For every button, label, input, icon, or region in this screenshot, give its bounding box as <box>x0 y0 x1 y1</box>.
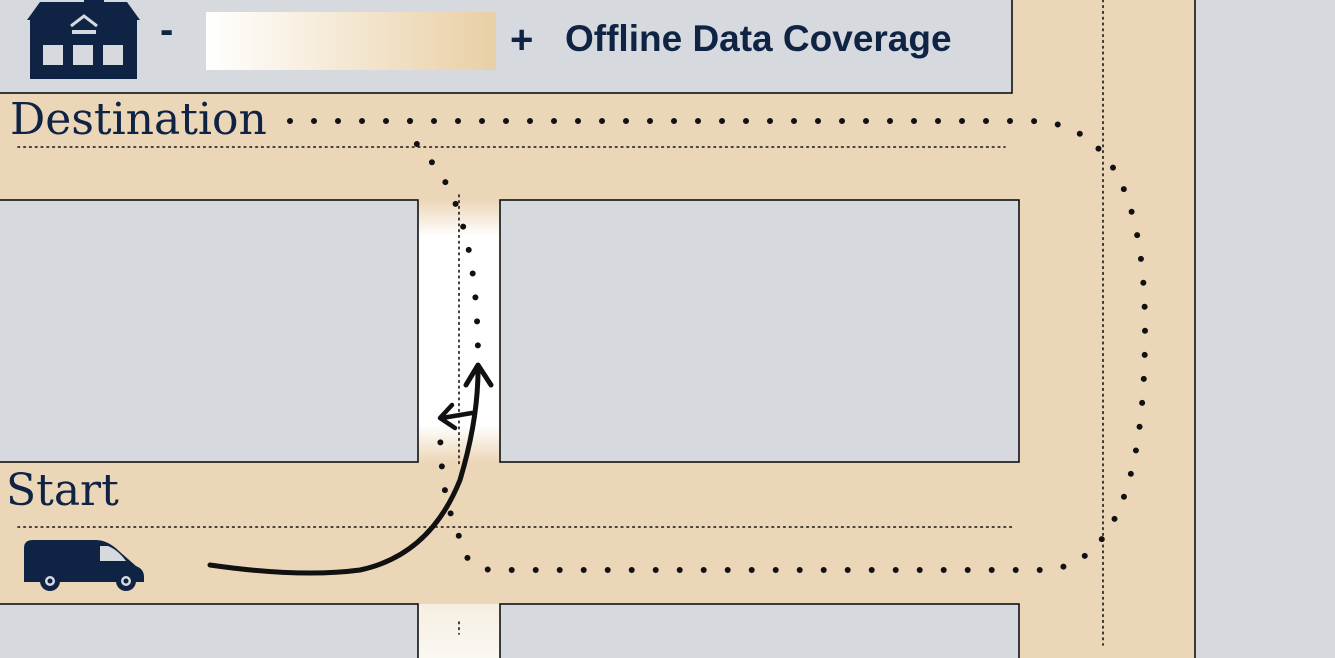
bottom-road <box>0 462 1195 604</box>
legend-block <box>0 0 1013 94</box>
city-block <box>499 199 1020 463</box>
turn-left-arrow <box>437 402 475 431</box>
city-block <box>0 603 419 658</box>
city-block <box>499 603 1020 658</box>
coverage-gradient-bar <box>206 12 496 70</box>
start-label: Start <box>6 465 119 516</box>
straight-arrow <box>463 362 494 388</box>
right-block <box>1194 0 1335 658</box>
house-icon <box>27 0 140 79</box>
van-icon <box>24 540 144 591</box>
planned-route-connector <box>407 118 481 363</box>
vehicle-trajectory <box>207 367 481 576</box>
legend-title: Offline Data Coverage <box>565 18 952 59</box>
legend-plus-label: + <box>510 18 534 62</box>
lower-connector-street <box>418 604 500 658</box>
lane-markings <box>17 0 1104 646</box>
legend-minus-label: - <box>160 8 174 52</box>
destination-label: Destination <box>10 94 267 145</box>
city-block <box>0 199 419 463</box>
